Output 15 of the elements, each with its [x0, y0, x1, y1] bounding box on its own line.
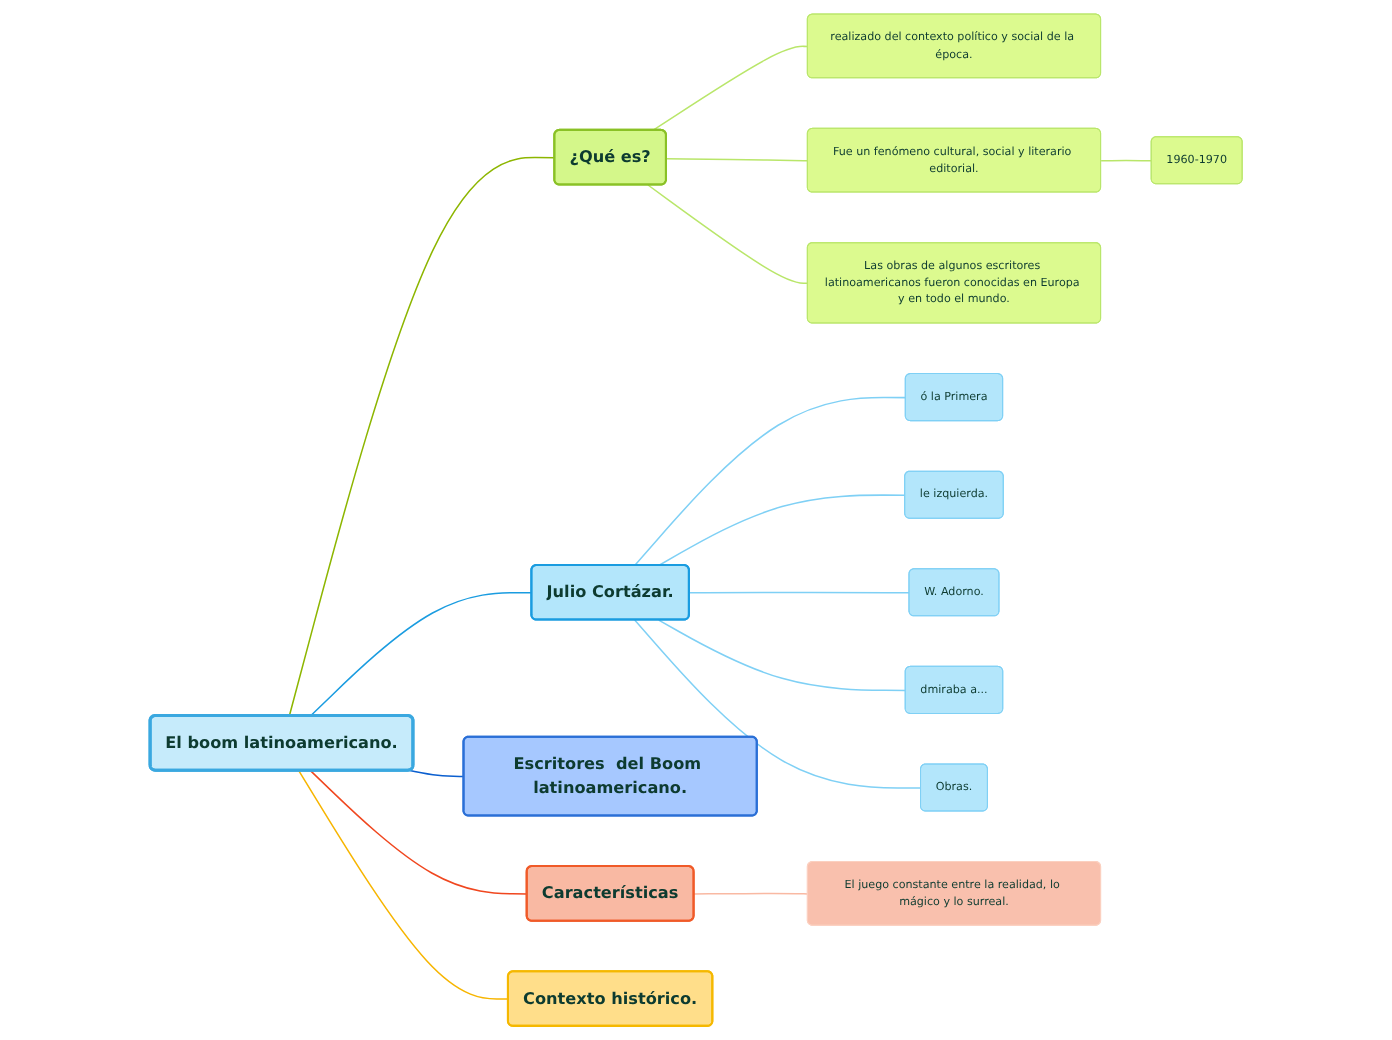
connector: [309, 769, 528, 895]
connector: [693, 892, 809, 895]
connector: [651, 45, 809, 132]
connector: [647, 184, 809, 285]
connector: [309, 591, 533, 717]
connector: [288, 156, 556, 717]
connector: [688, 591, 911, 594]
connector: [1100, 159, 1153, 162]
connector: [633, 396, 907, 567]
connector: [297, 769, 510, 1000]
connector: [665, 157, 809, 162]
connector: [408, 769, 465, 778]
connector: [657, 619, 907, 692]
connector: [633, 619, 922, 789]
connector: [657, 494, 906, 567]
